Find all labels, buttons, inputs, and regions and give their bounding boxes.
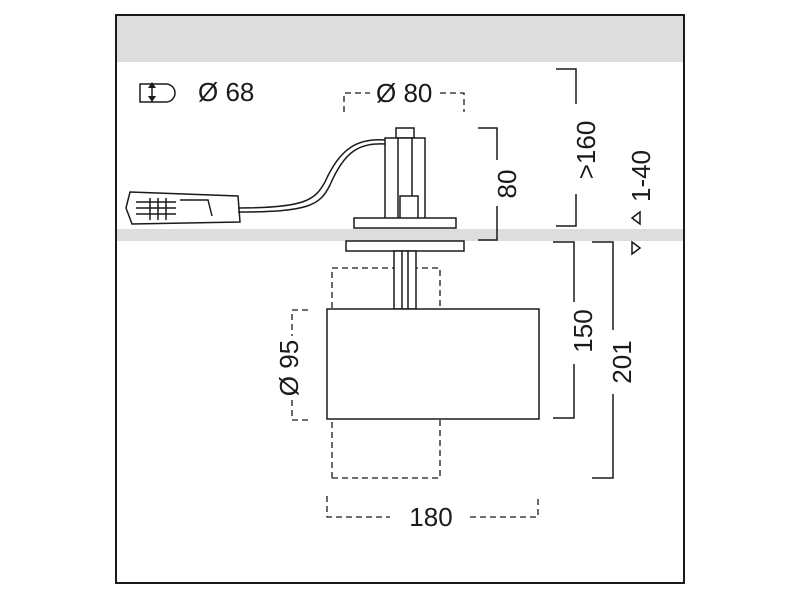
supply-cable-inner <box>237 139 386 209</box>
head-stem <box>393 250 417 310</box>
mount-diameter-bracket <box>343 92 465 112</box>
clearance-bracket-lower <box>556 194 577 227</box>
head-length-label: 180 <box>409 502 452 532</box>
clearance-label: >160 <box>571 121 601 180</box>
head-length-bracket <box>326 496 390 518</box>
ceiling-bottom-band <box>117 229 683 241</box>
head-height-bracket-lower <box>553 364 575 419</box>
cutout-diameter-label: Ø 68 <box>198 77 254 107</box>
head-height-bracket <box>553 241 575 302</box>
total-height-bracket-lower <box>592 394 614 479</box>
head-diameter-label: Ø 95 <box>274 340 304 396</box>
mount-diameter-label: Ø 80 <box>376 78 432 108</box>
mount-height-bracket <box>478 127 498 160</box>
head-height-label: 150 <box>568 309 598 352</box>
head-length-bracket-right <box>470 496 539 518</box>
ceiling-arrow-up <box>631 240 642 256</box>
head-diameter-bracket-lower <box>291 400 308 421</box>
head-diameter-bracket <box>291 309 308 336</box>
ceiling-plate <box>345 240 465 252</box>
mount-height-bracket-lower <box>478 206 498 241</box>
recessed-mount <box>353 127 457 229</box>
mount-height-label: 80 <box>492 170 522 199</box>
total-height-bracket <box>592 241 614 330</box>
ceiling-cutout-icon <box>139 82 176 103</box>
ceiling-thickness-label: 1-40 <box>626 150 656 202</box>
total-height-label: 201 <box>607 340 637 383</box>
ceiling-arrow-down <box>630 210 641 226</box>
ceiling-top-band <box>117 16 683 62</box>
luminaire-head <box>326 308 540 420</box>
driver-unit <box>125 191 241 225</box>
clearance-bracket <box>556 68 577 104</box>
